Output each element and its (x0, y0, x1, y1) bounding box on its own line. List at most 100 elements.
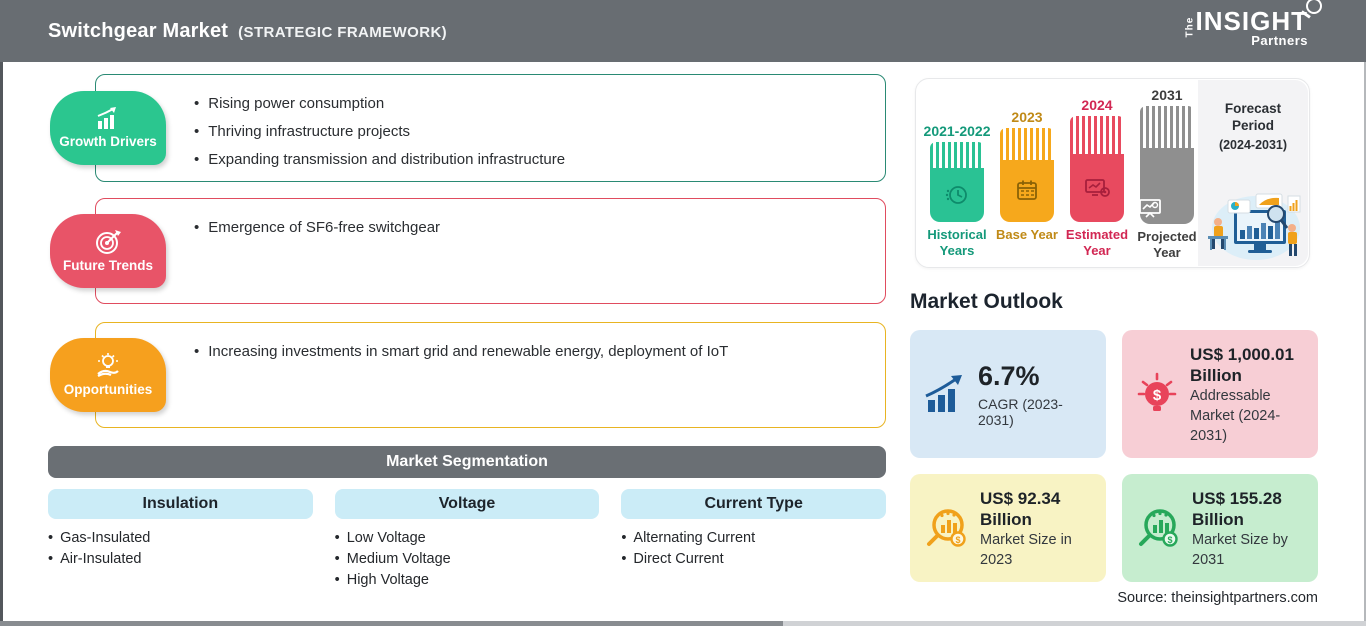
logo-main: INSIGHT (1196, 0, 1322, 36)
timeline-bars: 2021-2022 Historical Years 2023 (924, 87, 1198, 261)
scrollbar-thumb[interactable] (0, 621, 783, 626)
list-item: Alternating Current (621, 528, 886, 549)
segmentation-column-current-type: Current Type Alternating Current Direct … (621, 489, 886, 591)
list-item: Direct Current (621, 549, 886, 570)
growth-drivers-box: Rising power consumption Thriving infras… (95, 74, 886, 182)
growth-drivers-bullets: Rising power consumption Thriving infras… (96, 75, 885, 174)
bulb-hand-icon (97, 353, 119, 377)
cagr-card: 6.7% CAGR (2023-2031) (910, 330, 1106, 458)
market-outlook-cards: 6.7% CAGR (2023-2031) $ US$ 1,000.01 Bil… (910, 330, 1318, 582)
segmentation-column-voltage: Voltage Low Voltage Medium Voltage High … (334, 489, 600, 591)
projection-screen-icon (1139, 199, 1161, 218)
bar-caption: Historical Years (927, 227, 987, 258)
bar-caption: Estimated Year (1065, 227, 1129, 258)
page-title: Switchgear Market (48, 19, 229, 42)
column-items: Low Voltage Medium Voltage High Voltage (335, 528, 600, 591)
list-item: Gas-Insulated (48, 528, 313, 549)
list-item: Low Voltage (335, 528, 600, 549)
future-trends-badge: Future Trends (50, 214, 166, 288)
market-size-2023-card: $ US$ 92.34 Billion Market Size in 2023 (910, 474, 1106, 582)
page-subtitle: (STRATEGIC FRAMEWORK) (238, 23, 448, 41)
svg-text:$: $ (1167, 535, 1172, 545)
analytics-people-illustration (1208, 193, 1301, 260)
year-label: 2031 (1151, 87, 1183, 103)
year-label: 2021-2022 (923, 123, 991, 139)
addressable-market-card: $ US$ 1,000.01 Billion Addressable Marke… (1122, 330, 1318, 458)
bar-caption: Projected Year (1137, 228, 1197, 260)
bar-stripes (1070, 116, 1124, 154)
column-header: Insulation (48, 489, 313, 519)
list-item: High Voltage (335, 570, 600, 591)
target-dart-icon (96, 230, 121, 254)
bar-chart-arrow-icon (925, 375, 962, 412)
bulb-dollar-icon: $ (1137, 372, 1177, 411)
market-segmentation-header: Market Segmentation (48, 446, 886, 478)
market-outlook-title: Market Outlook (910, 290, 1063, 313)
column-header: Voltage (334, 489, 600, 519)
header-bar: Switchgear Market (STRATEGIC FRAMEWORK) … (0, 0, 1366, 62)
future-trends-box: Emergence of SF6-free switchgear (95, 198, 886, 304)
clock-icon (945, 186, 967, 204)
source-attribution: Source: theinsightpartners.com (1117, 590, 1318, 606)
opportunities-badge: Opportunities (50, 338, 166, 412)
forecast-label: Period (1231, 118, 1274, 133)
logo-partners: Partners (1251, 33, 1308, 48)
card-value: US$ 155.28 Billion (1192, 489, 1282, 529)
bar-stripes (1140, 106, 1194, 148)
forecast-label: Forecast (1224, 101, 1282, 116)
card-caption: Addressable Market (2024-2031) (1190, 388, 1281, 444)
column-items: Gas-Insulated Air-Insulated (48, 528, 313, 570)
card-caption: Market Size by 2031 (1192, 532, 1288, 568)
year-label: 2024 (1081, 97, 1113, 113)
monitor-gear-icon (1085, 179, 1110, 197)
timeline-bar (1140, 106, 1194, 224)
horizontal-scrollbar[interactable] (0, 621, 1366, 626)
bar-stripes (1000, 128, 1054, 160)
window-left-border (0, 62, 3, 626)
badge-label: Opportunities (63, 382, 153, 397)
magnifier-icon (1306, 0, 1322, 14)
list-item: Medium Voltage (335, 549, 600, 570)
bullet-item: Rising power consumption (194, 90, 865, 118)
card-value: US$ 92.34 Billion (980, 489, 1061, 529)
calendar-icon (1017, 180, 1037, 200)
cagr-caption: CAGR (2023-2031) (978, 395, 1063, 428)
header-titles: Switchgear Market (STRATEGIC FRAMEWORK) (48, 20, 447, 43)
column-header: Current Type (621, 489, 886, 519)
segmentation-column-insulation: Insulation Gas-Insulated Air-Insulated (48, 489, 313, 591)
bar-caption: Base Year (996, 227, 1058, 242)
growth-drivers-badge: Growth Drivers (50, 91, 166, 165)
card-value: US$ 1,000.01 Billion (1190, 345, 1294, 385)
list-item: Air-Insulated (48, 549, 313, 570)
timeline-bar (930, 142, 984, 222)
opportunities-box: Increasing investments in smart grid and… (95, 322, 886, 428)
badge-label: Future Trends (62, 258, 153, 273)
forecast-range: (2024-2031) (1218, 138, 1288, 152)
year-label: 2023 (1011, 109, 1043, 125)
timeline-bar (1000, 128, 1054, 222)
bullet-item: Increasing investments in smart grid and… (194, 338, 865, 366)
timeline-bar-projected: 2031 Projected Year (1137, 87, 1196, 261)
timeline-bar (1070, 116, 1124, 222)
svg-text:$: $ (1153, 387, 1162, 404)
magnifier-chart-orange-icon: $ (927, 509, 966, 547)
badge-label: Growth Drivers (59, 134, 157, 149)
bar-stripes (930, 142, 984, 168)
insight-partners-logo: The INSIGHT Partners (1184, 0, 1322, 48)
magnifier-chart-green-icon: $ (1139, 509, 1178, 547)
timeline-bar-estimated: 2024 Estimated Year (1066, 87, 1128, 261)
column-items: Alternating Current Direct Current (621, 528, 886, 570)
card-caption: Market Size in 2023 (980, 532, 1072, 568)
window-right-border (1364, 62, 1366, 626)
bullet-item: Emergence of SF6-free switchgear (194, 214, 865, 242)
timeline-bar-base: 2023 Base Year (996, 87, 1058, 261)
forecast-timeline-card: 2021-2022 Historical Years 2023 (915, 78, 1310, 268)
bullet-item: Thriving infrastructure projects (194, 118, 865, 146)
svg-text:$: $ (955, 535, 960, 545)
bullet-item: Expanding transmission and distribution … (194, 146, 865, 174)
market-size-2031-card: $ US$ 155.28 Billion Market Size by 2031 (1122, 474, 1318, 582)
forecast-period-panel: Forecast Period (2024-2031) (1198, 80, 1308, 266)
cagr-value: 6.7% (978, 361, 1040, 392)
timeline-bar-historical: 2021-2022 Historical Years (924, 87, 991, 261)
